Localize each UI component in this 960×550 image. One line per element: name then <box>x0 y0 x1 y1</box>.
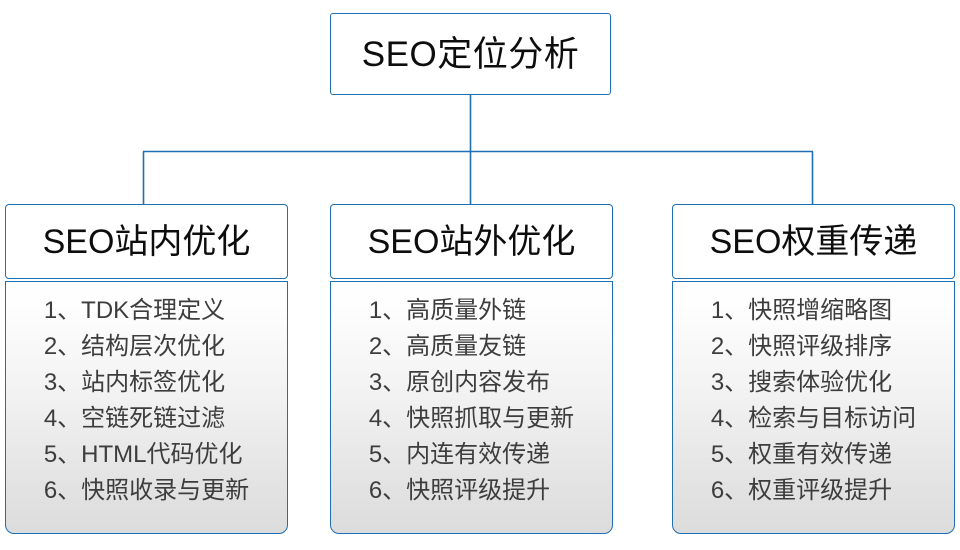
branch-header-label: SEO站内优化 <box>42 222 251 261</box>
branch-item-list: 1、快照增缩略图 2、快照评级排序 3、搜索体验优化 4、检索与目标访问 5、权… <box>711 293 916 509</box>
list-item: 5、内连有效传递 <box>368 441 551 468</box>
list-item: 4、快照抓取与更新 <box>368 405 575 432</box>
list-item: 2、快照评级排序 <box>710 333 893 360</box>
list-item: 6、权重评级提升 <box>710 477 893 504</box>
list-item: 1、TDK合理定义 <box>43 297 226 324</box>
root-node-seo-positioning: SEO定位分析 <box>330 13 611 95</box>
list-item: 3、站内标签优化 <box>43 369 226 396</box>
list-item: 2、结构层次优化 <box>43 333 226 360</box>
list-item: 4、检索与目标访问 <box>710 405 917 432</box>
list-item: 3、原创内容发布 <box>368 369 551 396</box>
list-item: 1、快照增缩略图 <box>710 297 893 324</box>
branch-header-weight-transfer: SEO权重传递 <box>672 204 955 279</box>
branch-header-label: SEO权重传递 <box>709 222 918 261</box>
branch-weight-transfer: SEO权重传递 1、快照增缩略图 2、快照评级排序 3、搜索体验优化 4、检索与… <box>672 204 955 534</box>
list-item: 5、权重有效传递 <box>710 441 893 468</box>
branch-offsite-seo: SEO站外优化 1、高质量外链 2、高质量友链 3、原创内容发布 4、快照抓取与… <box>330 204 613 534</box>
branch-body-onsite-seo: 1、TDK合理定义 2、结构层次优化 3、站内标签优化 4、空链死链过滤 5、H… <box>5 281 288 534</box>
branch-item-list: 1、高质量外链 2、高质量友链 3、原创内容发布 4、快照抓取与更新 5、内连有… <box>369 293 574 509</box>
branch-body-offsite-seo: 1、高质量外链 2、高质量友链 3、原创内容发布 4、快照抓取与更新 5、内连有… <box>330 281 613 534</box>
branch-header-label: SEO站外优化 <box>367 222 576 261</box>
branch-header-onsite-seo: SEO站内优化 <box>5 204 288 279</box>
list-item: 4、空链死链过滤 <box>43 405 226 432</box>
branch-body-weight-transfer: 1、快照增缩略图 2、快照评级排序 3、搜索体验优化 4、检索与目标访问 5、权… <box>672 281 955 534</box>
list-item: 2、高质量友链 <box>368 333 527 360</box>
list-item: 6、快照评级提升 <box>368 477 551 504</box>
list-item: 5、HTML代码优化 <box>43 441 243 468</box>
branch-onsite-seo: SEO站内优化 1、TDK合理定义 2、结构层次优化 3、站内标签优化 4、空链… <box>5 204 288 534</box>
list-item: 3、搜索体验优化 <box>710 369 893 396</box>
list-item: 1、高质量外链 <box>368 297 527 324</box>
root-node-label: SEO定位分析 <box>361 34 580 74</box>
branch-item-list: 1、TDK合理定义 2、结构层次优化 3、站内标签优化 4、空链死链过滤 5、H… <box>44 293 249 509</box>
list-item: 6、快照收录与更新 <box>43 477 250 504</box>
branch-header-offsite-seo: SEO站外优化 <box>330 204 613 279</box>
